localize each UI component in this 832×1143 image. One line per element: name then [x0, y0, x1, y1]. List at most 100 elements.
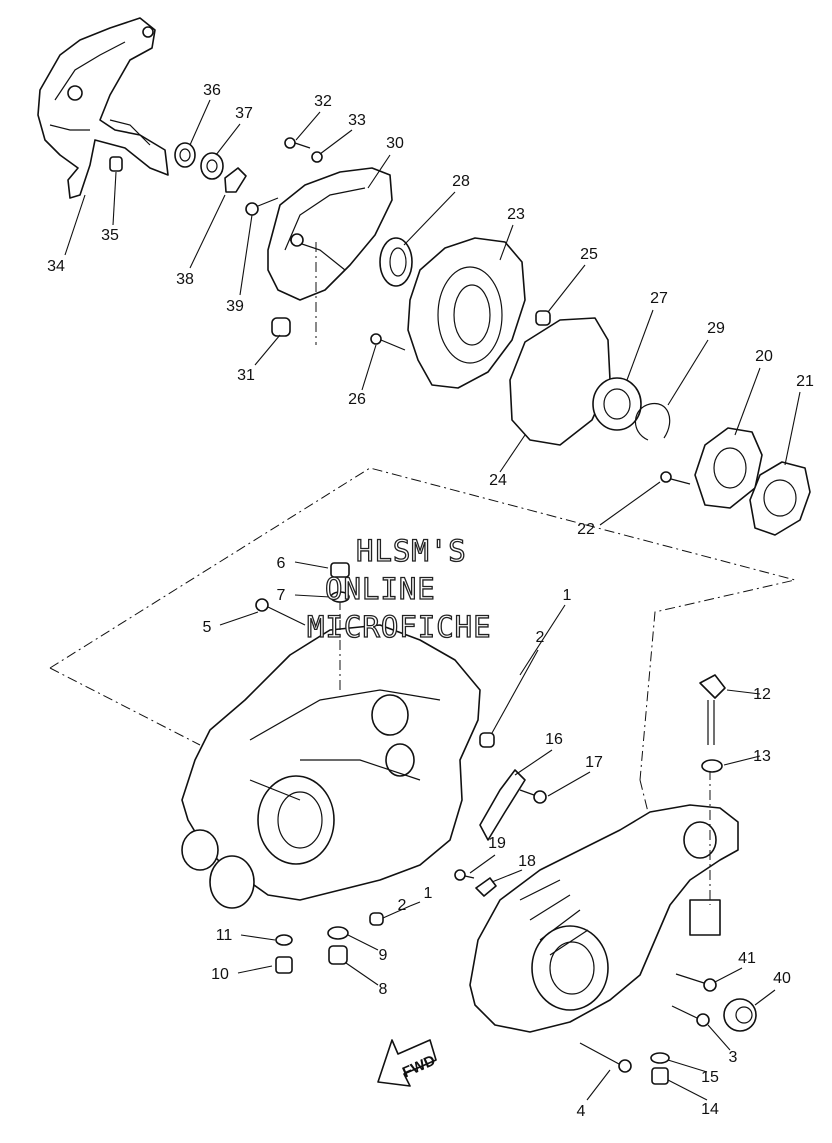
- callout-number: 24: [489, 472, 507, 489]
- callout-number: 5: [203, 619, 212, 636]
- callout-number: 18: [518, 853, 536, 870]
- leader-lines: [64, 99, 801, 1101]
- leader-line: [237, 965, 273, 974]
- right-crankcase-part: [469, 770, 739, 1033]
- leader-line: [403, 191, 456, 246]
- callout-number: 10: [211, 966, 229, 983]
- leader-line: [469, 854, 496, 874]
- drain-plug-part: [330, 562, 350, 578]
- leader-line: [547, 771, 591, 797]
- leader-line: [491, 869, 523, 883]
- watermark-line-2: ONLINE: [325, 572, 436, 606]
- leader-line: [345, 962, 379, 986]
- leader-line: [491, 649, 539, 734]
- leader-line: [189, 194, 226, 269]
- callout-number: 2: [536, 629, 545, 646]
- callout-number: 7: [277, 587, 286, 604]
- leader-line: [499, 224, 514, 261]
- bolt-part: [284, 137, 311, 149]
- leader-line: [347, 934, 379, 951]
- screw-part: [660, 471, 691, 485]
- callout-number: 31: [237, 367, 255, 384]
- callout-number: 20: [755, 348, 773, 365]
- oil-seal-part: [379, 237, 413, 287]
- callout-number: 25: [580, 246, 598, 263]
- leader-line: [734, 367, 761, 436]
- washer-part: [311, 151, 323, 163]
- dowel-pin-part: [535, 310, 551, 326]
- leader-line: [294, 594, 331, 598]
- bracket-part: [475, 877, 497, 897]
- leader-line: [112, 171, 117, 226]
- leader-line: [707, 1024, 731, 1051]
- leader-line: [294, 561, 329, 569]
- callout-number: 21: [796, 373, 814, 390]
- bolt-part: [671, 1005, 710, 1027]
- leader-line: [626, 309, 654, 381]
- leader-line: [499, 434, 526, 473]
- bolt-part: [370, 333, 406, 351]
- dipstick-part: [699, 674, 726, 745]
- leader-line: [667, 1079, 708, 1101]
- drain-bolt-part: [275, 956, 293, 974]
- leader-line: [784, 391, 801, 466]
- spacer-part: [271, 317, 291, 337]
- bearing-housing-part: [407, 237, 526, 389]
- leader-line: [319, 129, 353, 155]
- bearing-part: [200, 152, 224, 180]
- leader-line: [240, 934, 276, 941]
- callout-number: 28: [452, 173, 470, 190]
- crankcase-bracket-part: [37, 17, 169, 199]
- callout-number: 1: [563, 587, 572, 604]
- leader-line: [295, 111, 321, 141]
- o-ring-part: [701, 759, 723, 773]
- retainer-part: [694, 427, 763, 509]
- callout-number: 41: [738, 950, 756, 967]
- cap-part: [723, 998, 757, 1032]
- washer-part: [327, 926, 349, 940]
- leader-line: [189, 99, 211, 146]
- forward-direction-arrow: FWD: [377, 1039, 438, 1087]
- callout-number: 37: [235, 105, 253, 122]
- leader-line: [254, 334, 281, 366]
- callout-number: 36: [203, 82, 221, 99]
- callout-number: 39: [226, 298, 244, 315]
- washer-part: [650, 1052, 670, 1064]
- watermark-line-3: MICROFICHE: [307, 610, 492, 644]
- callout-number: 35: [101, 227, 119, 244]
- leader-line: [667, 339, 709, 406]
- leader-line: [547, 264, 586, 313]
- callout-number: 12: [753, 686, 771, 703]
- crankcase-cover-shroud-part: [267, 167, 393, 345]
- bolt-part: [579, 1042, 632, 1073]
- circlip-part: [634, 402, 671, 441]
- leader-line: [714, 967, 743, 983]
- callout-number: 11: [216, 927, 233, 944]
- gasket-part: [509, 317, 611, 446]
- callout-number: 27: [650, 290, 668, 307]
- leader-line: [361, 344, 377, 391]
- leader-line: [367, 154, 391, 189]
- leader-line: [667, 1059, 708, 1073]
- leader-line: [586, 1069, 611, 1101]
- callout-number: 23: [507, 206, 525, 223]
- leader-line: [239, 214, 253, 296]
- bolt-part: [675, 973, 717, 992]
- bolt-part: [255, 598, 306, 626]
- screw-part: [245, 197, 279, 216]
- leader-line: [519, 604, 566, 676]
- bearing-part: [174, 142, 196, 168]
- callout-number: 16: [545, 731, 563, 748]
- callout-number: 14: [701, 1101, 719, 1118]
- callout-number: 30: [386, 135, 404, 152]
- bolt-part: [519, 789, 547, 804]
- leader-line: [409, 901, 421, 907]
- callout-number: 40: [773, 970, 791, 987]
- callout-number: 29: [707, 320, 725, 337]
- gasket-part: [749, 461, 811, 536]
- bearing-part: [592, 377, 642, 431]
- watermark-line-1: HLSM'S: [356, 534, 467, 568]
- leader-line: [64, 194, 86, 256]
- washer-part: [275, 934, 293, 946]
